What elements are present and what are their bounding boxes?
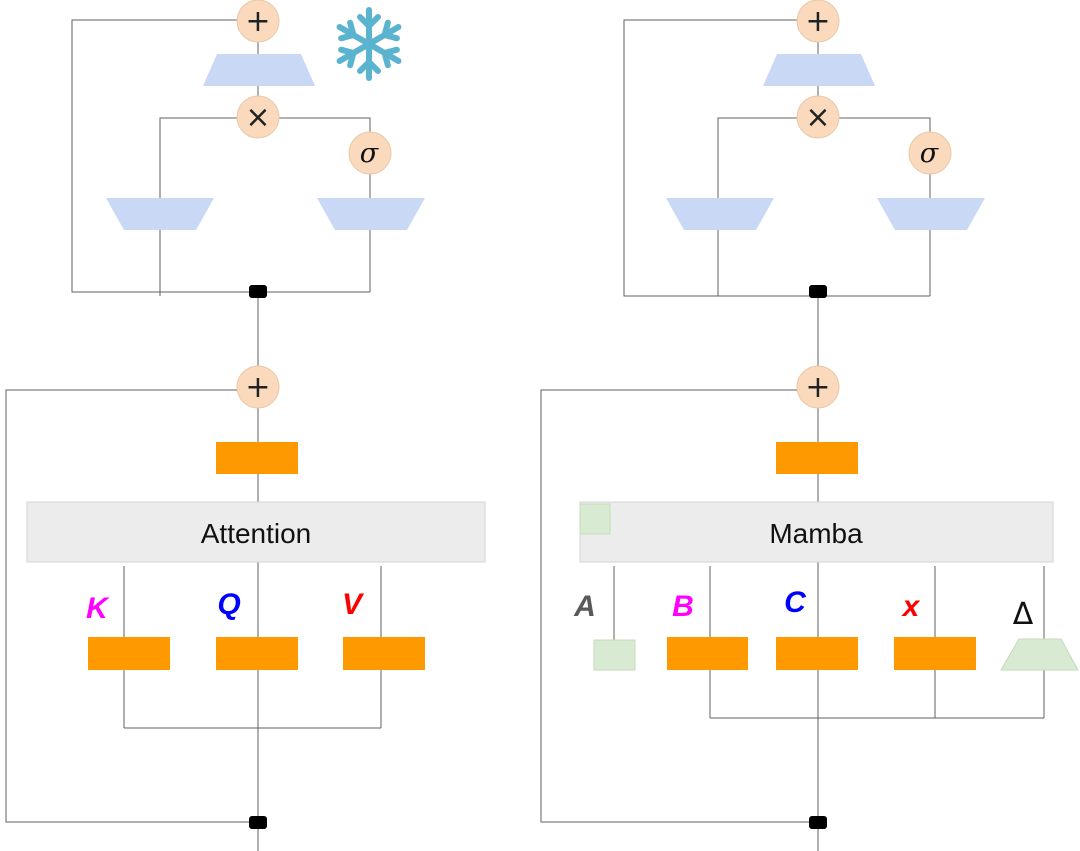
v-label: V bbox=[342, 588, 365, 621]
right-mamba-add-op: + bbox=[796, 365, 840, 409]
sigmoid-symbol: σ bbox=[920, 138, 940, 169]
right-up-proj-trapezoid bbox=[877, 198, 985, 230]
right-mamba-block: + Mamba A B C x Δ bbox=[540, 365, 1079, 851]
snowflake-icon bbox=[336, 7, 402, 81]
left-mlp-gate-branch bbox=[159, 117, 258, 296]
left-attn-residual-line bbox=[5, 389, 258, 823]
x-proj bbox=[894, 637, 976, 670]
left-mlp-sigmoid-branch bbox=[258, 117, 371, 292]
q-proj bbox=[216, 637, 298, 670]
right-mlp-gate-branch bbox=[717, 117, 818, 296]
b-label: B bbox=[672, 590, 694, 623]
v-proj bbox=[343, 637, 425, 670]
left-mlp-add-op: + bbox=[236, 0, 280, 43]
a-param bbox=[593, 639, 636, 671]
right-sigmoid-op: σ bbox=[908, 131, 952, 175]
attention-block bbox=[26, 501, 486, 563]
right-down-proj-trapezoid bbox=[763, 54, 875, 86]
mamba-label: Mamba bbox=[769, 518, 863, 549]
left-mlp-junction-node bbox=[249, 285, 267, 298]
mamba-state-square bbox=[579, 503, 611, 535]
right-mlp-residual-line bbox=[623, 19, 818, 297]
multiply-symbol: × bbox=[805, 100, 830, 135]
left-up-proj-trapezoid bbox=[317, 198, 425, 230]
right-mlp-add-op: + bbox=[796, 0, 840, 43]
add-symbol: + bbox=[805, 370, 830, 405]
c-label: C bbox=[784, 586, 807, 619]
sigmoid-symbol: σ bbox=[360, 138, 380, 169]
right-mamba-junction-node bbox=[809, 816, 827, 829]
left-attn-add-op: + bbox=[236, 365, 280, 409]
add-symbol: + bbox=[805, 4, 830, 39]
left-down-proj-trapezoid bbox=[203, 54, 315, 86]
right-mlp-junction-node bbox=[809, 285, 827, 298]
left-sigmoid-op: σ bbox=[348, 131, 392, 175]
add-symbol: + bbox=[245, 370, 270, 405]
left-multiply-op: × bbox=[236, 95, 280, 139]
right-out-proj bbox=[776, 442, 858, 474]
attention-label: Attention bbox=[201, 518, 312, 549]
q-label: Q bbox=[217, 588, 240, 621]
delta-proj-trapezoid bbox=[1000, 638, 1079, 671]
right-mlp-sigmoid-branch bbox=[818, 117, 931, 296]
right-mlp-block: + × σ bbox=[623, 0, 985, 384]
left-mlp-residual-line bbox=[71, 19, 258, 293]
k-label: K bbox=[86, 592, 110, 625]
left-mlp-block: + × σ bbox=[71, 0, 425, 384]
x-label: x bbox=[901, 590, 921, 623]
a-label: A bbox=[573, 590, 596, 623]
add-symbol: + bbox=[245, 4, 270, 39]
right-multiply-op: × bbox=[796, 95, 840, 139]
b-proj bbox=[667, 637, 748, 670]
delta-label: Δ bbox=[1013, 597, 1034, 632]
mamba-block bbox=[579, 501, 1054, 563]
k-proj bbox=[88, 637, 170, 670]
left-attn-junction-node bbox=[249, 816, 267, 829]
multiply-symbol: × bbox=[245, 100, 270, 135]
right-mamba-residual-line bbox=[540, 389, 818, 823]
right-gate-proj-trapezoid bbox=[666, 198, 774, 230]
left-attention-block: + Attention K Q V bbox=[5, 365, 486, 851]
left-gate-proj-trapezoid bbox=[106, 198, 214, 230]
left-out-proj bbox=[216, 442, 298, 474]
c-proj bbox=[776, 637, 858, 670]
